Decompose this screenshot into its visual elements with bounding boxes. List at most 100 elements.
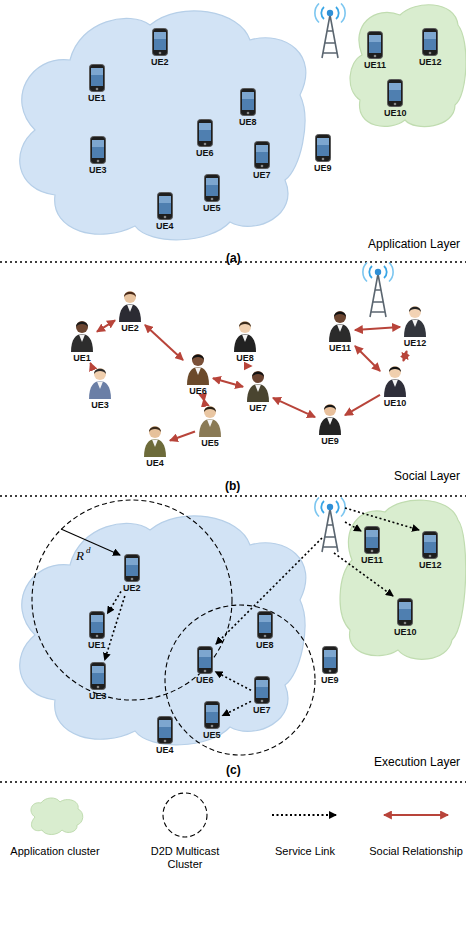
ue-label: UE8 (236, 353, 254, 364)
ue-node: UE4 (156, 192, 174, 232)
person-icon (142, 423, 168, 457)
ue-label: UE12 (419, 560, 442, 571)
radius-arrow (61, 529, 120, 555)
ue-label: UE1 (73, 353, 91, 364)
legend-text: Application cluster (7, 845, 103, 858)
social-relationship (145, 325, 183, 360)
social-relationship (90, 363, 91, 366)
layer-divider (0, 781, 466, 782)
ue-label: UE11 (364, 60, 386, 71)
base-station (315, 498, 345, 553)
ue-node: UE2 (151, 28, 169, 68)
phone-icon (197, 119, 213, 147)
ue-node: UE4 (142, 423, 168, 469)
ue-label: UE9 (321, 436, 339, 447)
ue-node: UE8 (256, 611, 274, 651)
service-link (334, 553, 393, 596)
ue-node: UE4 (156, 716, 174, 756)
ue-label: UE4 (156, 745, 174, 756)
ue-label: UE5 (203, 203, 221, 214)
phone-icon (422, 531, 438, 559)
phone-icon (422, 28, 438, 56)
phone-icon (157, 192, 173, 220)
phone-icon (254, 141, 270, 169)
ue-node: UE11 (361, 526, 383, 566)
social-relationship (403, 351, 406, 361)
application-cluster (350, 5, 466, 127)
legend-text: Social Relationship (368, 845, 464, 858)
ue-label: UE3 (89, 165, 107, 176)
person-icon (185, 351, 211, 385)
social-relationship (273, 398, 315, 417)
person-icon (402, 303, 428, 337)
social-relationship (355, 327, 400, 330)
application-cluster (340, 500, 466, 659)
phone-icon (197, 646, 213, 674)
d2d-multicast-cluster (32, 500, 232, 700)
legend-sample (272, 814, 336, 816)
ue-label: UE10 (394, 627, 417, 638)
ue-node: UE6 (185, 351, 211, 397)
d2d-multicast-cluster (165, 605, 315, 755)
panel-label: (b) (225, 480, 240, 494)
ue-label: UE5 (201, 438, 219, 449)
ue-label: UE2 (151, 57, 169, 68)
legend-sample (384, 814, 448, 816)
ue-label: UE6 (196, 148, 214, 159)
ue-node: UE7 (245, 368, 271, 414)
ue-node: UE10 (384, 79, 407, 119)
ue-node: UE3 (87, 365, 113, 411)
phone-icon (240, 88, 256, 116)
ue-node: UE7 (253, 676, 271, 716)
ue-node: UE11 (327, 308, 353, 354)
person-icon (117, 288, 143, 322)
ue-label: UE2 (121, 323, 139, 334)
ue-node: UE8 (239, 88, 257, 128)
phone-icon (364, 526, 380, 554)
base-station (315, 4, 345, 59)
d2d-link (108, 592, 122, 614)
ue-label: UE2 (123, 583, 141, 594)
phone-icon (322, 646, 338, 674)
ue-node: UE12 (419, 28, 442, 68)
phone-icon (124, 554, 140, 582)
person-icon (69, 318, 95, 352)
phone-icon (397, 598, 413, 626)
ue-node: UE7 (253, 141, 271, 181)
phone-icon (254, 676, 270, 704)
ue-label: UE9 (321, 675, 339, 686)
phone-icon (89, 64, 105, 92)
ue-node: UE12 (419, 531, 442, 571)
d2d-link (105, 596, 125, 660)
layer-name: Execution Layer (374, 756, 460, 770)
radius-label: R (76, 549, 84, 564)
service-link (345, 508, 419, 530)
ue-label: UE7 (249, 403, 267, 414)
social-relationship (170, 432, 195, 441)
social-relationship (345, 395, 380, 415)
social-relationship (355, 346, 380, 371)
legend-swatch (31, 798, 83, 835)
ue-node: UE10 (394, 598, 417, 638)
d2d-link (223, 701, 252, 715)
application-cluster (20, 11, 306, 240)
ue-label: UE7 (253, 705, 271, 716)
ue-label: UE10 (384, 398, 407, 409)
service-link (216, 538, 322, 644)
phone-icon (152, 28, 168, 56)
ue-label: UE6 (196, 675, 214, 686)
ue-node: UE10 (382, 363, 408, 409)
phone-icon (367, 31, 383, 59)
panel-label: (c) (226, 764, 241, 778)
layer-name: Social Layer (394, 470, 460, 484)
ue-label: UE10 (384, 108, 407, 119)
layer-name: Application Layer (368, 238, 460, 252)
ue-label: UE4 (156, 221, 174, 232)
ue-label: UE1 (88, 93, 106, 104)
ue-node: UE9 (317, 401, 343, 447)
person-icon (245, 368, 271, 402)
panel-label: (a) (226, 252, 241, 266)
ue-node: UE5 (197, 403, 223, 449)
ue-label: UE8 (239, 117, 257, 128)
